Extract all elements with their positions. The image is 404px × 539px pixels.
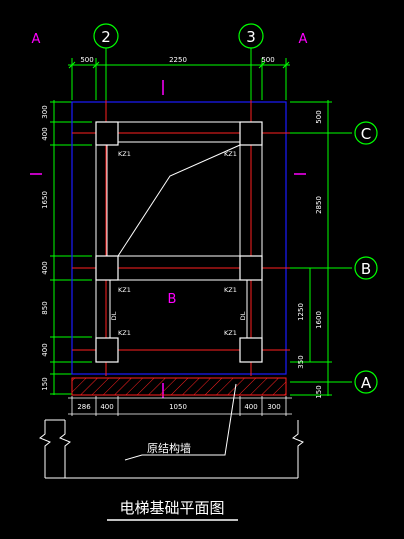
column-tag: KZ1 — [118, 150, 131, 158]
axis-a-label: A — [361, 374, 372, 392]
left-dimension — [50, 100, 92, 395]
right-dim-1: 500 — [315, 110, 323, 123]
right-dim-inner: 1600 — [315, 311, 323, 329]
axis-3-label: 3 — [246, 28, 256, 46]
axis-c-label: C — [361, 125, 371, 143]
column-tag: KZ1 — [118, 329, 131, 337]
right-dim-4: 350 — [297, 355, 305, 368]
left-dim-5: 850 — [41, 301, 49, 314]
right-dim-2: 2850 — [315, 196, 323, 214]
column-tag: KZ1 — [224, 329, 237, 337]
bottom-dim-2: 400 — [100, 403, 113, 411]
beam-lines — [95, 121, 263, 362]
bottom-dim-5: 300 — [267, 403, 280, 411]
column-a3 — [239, 337, 263, 363]
foundation-outline — [71, 101, 287, 375]
section-mark-b: B — [168, 292, 177, 307]
column-c3 — [239, 121, 263, 146]
column-c2 — [95, 121, 119, 146]
beam-tag-right: DL — [239, 311, 247, 320]
left-dim-6: 400 — [41, 343, 49, 356]
columns — [95, 121, 263, 363]
section-mark-right: A — [299, 32, 308, 47]
section-mark-left: A — [32, 32, 41, 47]
column-b3 — [239, 255, 263, 281]
grid-axis-b: B — [354, 256, 378, 280]
bottom-dim-4: 400 — [244, 403, 257, 411]
left-dim-2: 400 — [41, 127, 49, 140]
top-dim-3: 500 — [261, 56, 274, 64]
wall-label: 原结构墙 — [147, 441, 191, 455]
beam-tag-left: DL — [110, 311, 118, 320]
right-dim-3: 1250 — [297, 303, 305, 321]
right-dim-5: 150 — [315, 385, 323, 398]
left-dim-4: 400 — [41, 261, 49, 274]
top-dim-1: 500 — [80, 56, 93, 64]
top-dimension — [68, 58, 290, 100]
bottom-dimension — [68, 396, 292, 416]
grid-axis-c: C — [354, 121, 378, 145]
top-dim-2: 2250 — [169, 56, 187, 64]
left-dim-1: 300 — [41, 105, 49, 118]
left-dim-7: 150 — [41, 377, 49, 390]
left-dim-3: 1650 — [41, 191, 49, 209]
drawing-title: 电梯基础平面图 — [119, 499, 224, 517]
bottom-dim-1: 286 — [77, 403, 91, 411]
axis-b-label: B — [361, 260, 371, 278]
wall-leader — [124, 383, 237, 461]
column-tag: KZ1 — [224, 286, 237, 294]
axis-2-label: 2 — [101, 28, 111, 46]
bottom-dim-3: 1050 — [169, 403, 187, 411]
grid-axis-a: A — [354, 370, 378, 394]
column-tag: KZ1 — [118, 286, 131, 294]
column-tag: KZ1 — [224, 150, 237, 158]
column-a2 — [95, 337, 119, 363]
column-b2 — [95, 255, 119, 281]
right-dimension — [290, 100, 352, 396]
existing-wall — [39, 419, 304, 479]
wall-hatch — [71, 377, 287, 396]
